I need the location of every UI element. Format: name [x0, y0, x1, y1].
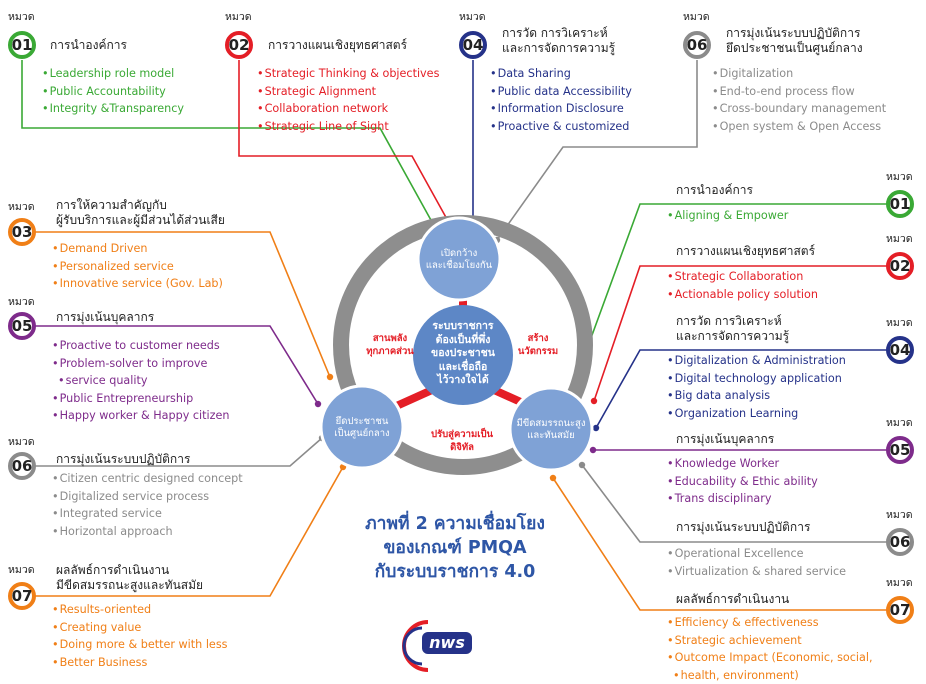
caption-line: ของเกณฑ์ PMQA: [330, 536, 580, 560]
node-line: มีขีดสมรรถนะสูง: [511, 418, 591, 430]
caption-line: ภาพที่ 2 ความเชื่อมโยง: [330, 512, 580, 536]
core-line: และเชื่อถือ: [413, 361, 513, 375]
label-line: ทุกภาคส่วน: [355, 345, 425, 358]
core-text: ระบบราชการ ต้องเป็นที่พึ่ง ของประชาชน แล…: [413, 320, 513, 388]
caption-line: กับระบบราชการ 4.0: [330, 560, 580, 584]
label-line: นวัตกรรม: [503, 345, 573, 358]
node-line: เป็นศูนย์กลาง: [322, 428, 402, 440]
label-line: ดิจิทัล: [412, 441, 512, 454]
node-left-text: ยึดประชาชน เป็นศูนย์กลาง: [322, 416, 402, 440]
node-line: และทันสมัย: [511, 430, 591, 442]
node-right-text: มีขีดสมรรถนะสูง และทันสมัย: [511, 418, 591, 442]
nws-logo: nws: [398, 618, 478, 674]
node-line: และเชื่อมโยงกัน: [419, 260, 499, 272]
core-line: ต้องเป็นที่พึ่ง: [413, 334, 513, 348]
core-line: ของประชาชน: [413, 347, 513, 361]
label-line: สร้าง: [503, 332, 573, 345]
logo-wordmark: nws: [422, 632, 472, 654]
label-left: สานพลัง ทุกภาคส่วน: [355, 332, 425, 358]
label-line: ปรับสู่ความเป็น: [412, 428, 512, 441]
figure-caption: ภาพที่ 2 ความเชื่อมโยง ของเกณฑ์ PMQA กับ…: [330, 512, 580, 584]
label-bottom: ปรับสู่ความเป็น ดิจิทัล: [412, 428, 512, 454]
node-line: เปิดกว้าง: [419, 248, 499, 260]
core-line: ระบบราชการ: [413, 320, 513, 334]
node-top-text: เปิดกว้าง และเชื่อมโยงกัน: [419, 248, 499, 272]
label-right: สร้าง นวัตกรรม: [503, 332, 573, 358]
node-line: ยึดประชาชน: [322, 416, 402, 428]
core-line: ไว้วางใจได้: [413, 374, 513, 388]
label-line: สานพลัง: [355, 332, 425, 345]
